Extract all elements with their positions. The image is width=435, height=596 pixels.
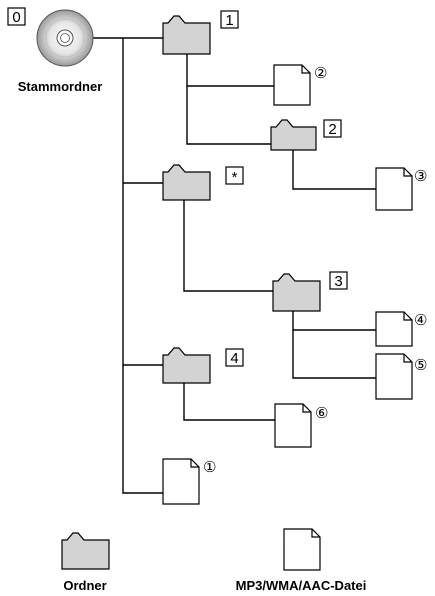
folder-number-box: 3	[329, 271, 348, 290]
file-number: ③	[414, 167, 427, 185]
file-number: ④	[414, 311, 427, 329]
folder-icon	[272, 273, 321, 312]
file-icon	[274, 403, 312, 448]
file-icon	[162, 458, 200, 505]
file-icon	[375, 311, 413, 347]
svg-text:4: 4	[230, 350, 238, 367]
folder-number-box: *	[225, 166, 244, 186]
folder-number-box: 1	[220, 10, 239, 29]
file-icon	[375, 353, 413, 400]
file-number: ①	[203, 458, 216, 476]
file-icon	[273, 64, 311, 106]
file-number: ⑤	[414, 356, 427, 374]
svg-text:*: *	[232, 169, 238, 186]
svg-text:2: 2	[328, 121, 336, 138]
legend-folder: Ordner	[61, 532, 110, 593]
svg-text:3: 3	[334, 273, 342, 290]
root-label: Stammordner	[18, 79, 103, 94]
file-number: ⑥	[315, 404, 328, 422]
svg-text:1: 1	[225, 12, 233, 29]
legend-file-label: MP3/WMA/AAC-Datei	[236, 578, 367, 593]
folder-icon	[270, 119, 317, 151]
legend-folder-label: Ordner	[63, 578, 106, 593]
folder-icon	[162, 15, 211, 55]
folder-icon	[162, 164, 211, 201]
connector-lines	[93, 37, 376, 494]
folder-icon	[162, 347, 211, 384]
root-number: 0	[12, 9, 20, 26]
file-number: ②	[314, 64, 327, 82]
folder-number-box: 4	[225, 348, 244, 367]
root-number-box: 0	[7, 7, 26, 26]
legend-file: MP3/WMA/AAC-Datei	[236, 528, 367, 593]
file-icon	[375, 167, 413, 211]
root-disc-icon	[36, 9, 94, 67]
folder-icon	[61, 532, 110, 570]
folder-number-box: 2	[323, 119, 342, 138]
file-icon	[283, 528, 321, 571]
